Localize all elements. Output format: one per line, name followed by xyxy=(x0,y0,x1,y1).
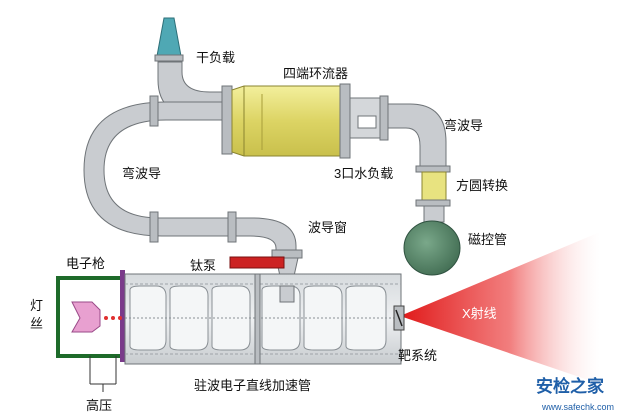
waveguide-flange-1 xyxy=(149,95,159,127)
waveguide-flange-2 xyxy=(149,211,159,243)
four-port-circulator-label: 四端环流器 xyxy=(283,66,348,81)
filament-label-1: 灯 xyxy=(30,298,43,313)
electron-gun-label: 电子枪 xyxy=(66,256,105,271)
high-voltage-label: 高压 xyxy=(86,398,112,413)
square-round-converter xyxy=(415,165,451,223)
electron-gun xyxy=(56,270,125,392)
four-port-circulator xyxy=(221,83,389,159)
accelerator-tube xyxy=(124,273,402,365)
waveguide-left-loop xyxy=(83,101,297,253)
watermark-text: 安检之家 xyxy=(536,376,604,397)
magnetron xyxy=(403,220,461,276)
target-system xyxy=(393,305,405,331)
square-round-converter-label: 方圆转换 xyxy=(456,178,508,193)
titanium-pump-label: 钛泵 xyxy=(190,258,216,273)
water-load-label: 3口水负载 xyxy=(334,166,393,181)
titanium-pump xyxy=(229,256,285,269)
watermark-url: www.safechk.com xyxy=(541,402,614,412)
waveguide-flange-3 xyxy=(227,211,237,243)
xray-beam xyxy=(400,232,600,384)
cathode xyxy=(71,301,101,333)
xray-label: X射线 xyxy=(462,306,497,321)
waveguide-window-label: 波导窗 xyxy=(308,220,347,235)
filament-label-2: 丝 xyxy=(30,316,43,331)
accelerator-tube-label: 驻波电子直线加速管 xyxy=(194,378,311,393)
dry-load-label: 干负载 xyxy=(196,50,235,65)
target-system-label: 靶系统 xyxy=(398,348,437,363)
dry-load xyxy=(154,17,184,62)
magnetron-label: 磁控管 xyxy=(468,232,507,247)
bend-waveguide-left-label: 弯波导 xyxy=(122,166,161,181)
waveguide-right-bend xyxy=(387,103,447,169)
watermark: 安检之家 www.safechk.com xyxy=(536,376,614,412)
bend-waveguide-right-label: 弯波导 xyxy=(444,118,483,133)
